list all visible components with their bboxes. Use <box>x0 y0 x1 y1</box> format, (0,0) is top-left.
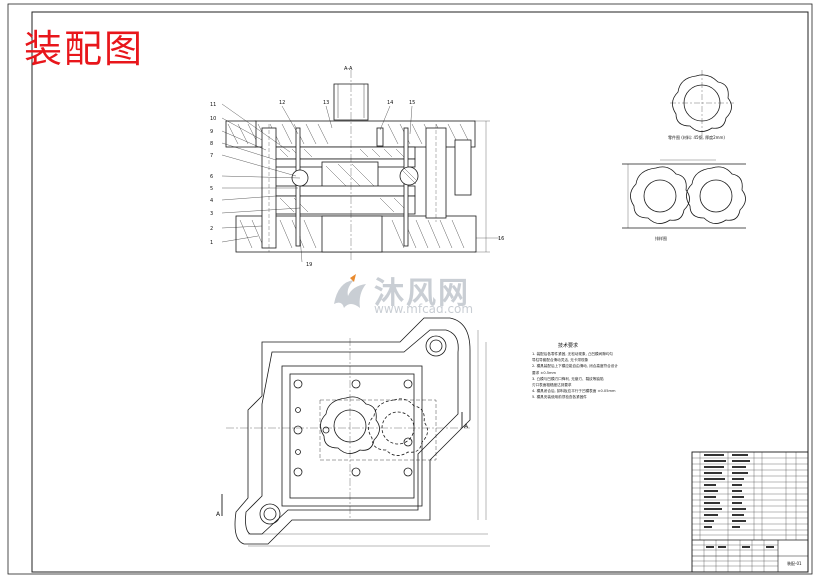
leader-number: 12 <box>279 100 286 106</box>
section-mark-a-left: A <box>216 511 221 518</box>
leader-number: 5 <box>210 186 214 192</box>
strip-layout <box>622 159 746 229</box>
leader-number: 3 <box>210 211 214 217</box>
tech-requirement-line: 刃口表面粗糙度达到要求 <box>532 383 572 387</box>
strip-layout-label: 排样图 <box>655 236 667 241</box>
leader-number: 9 <box>210 129 214 135</box>
section-label: A-A <box>344 66 353 72</box>
leader-number: 16 <box>498 236 505 242</box>
title-block <box>691 451 809 573</box>
front-section-view <box>225 70 500 260</box>
leader-number: 11 <box>210 102 217 108</box>
watermark-url: www.mfcad.com <box>374 302 474 316</box>
tech-requirement-line: 5. 模具安装使用前须检查各紧固件 <box>532 395 587 400</box>
leader-number-bottom: 19 <box>306 262 313 268</box>
leader-number: 2 <box>210 226 214 232</box>
tech-requirement-line: 1. 装配后各零件紧固, 无松动现象, 凸凹模间隙均匀 <box>532 352 614 356</box>
leader-number: 14 <box>387 100 394 106</box>
leader-number: 15 <box>409 100 416 106</box>
part-view <box>670 70 734 136</box>
watermark-brand: 沐风网 <box>374 276 470 311</box>
watermark-logo-icon <box>334 274 366 308</box>
drawing-number: 装配-01 <box>787 561 802 566</box>
tech-requirement-line: 4. 模具闭合后, 卸料板应平行于凹模表面 ±0.05mm <box>532 389 616 394</box>
tech-requirement-line: 要求 ±0.5mm <box>532 370 557 375</box>
leader-number: 6 <box>210 174 214 180</box>
tech-requirements-title: 技术要求 <box>558 343 579 349</box>
tech-requirement-line: 导柱导套配合滑动灵活, 无卡滞现象 <box>532 358 589 363</box>
inner-border <box>31 11 809 573</box>
drawing-title: 装配图 <box>24 27 145 71</box>
leader-number: 1 <box>210 240 214 246</box>
tech-requirement-line: 2. 模具装配后上下模应能自由滑动, 闭合高度符合设计 <box>532 364 618 369</box>
leader-number: 7 <box>210 153 214 159</box>
leader-lines <box>221 103 413 263</box>
leader-number: 8 <box>210 141 214 147</box>
leader-number: 13 <box>323 100 330 106</box>
leader-number: 4 <box>210 198 214 204</box>
part-view-label: 零件图 (材料: 45钢, 厚度2mm) <box>668 135 725 140</box>
outer-border <box>7 3 813 575</box>
watermark: 沐风网 www.mfcad.com <box>330 268 500 320</box>
section-mark-a-right: A <box>464 423 469 430</box>
plan-view <box>221 317 490 547</box>
tech-requirement-line: 3. 凸模与凹模刃口锋利, 无崩刃、裂纹等缺陷 <box>532 376 604 381</box>
leader-number: 10 <box>210 116 217 122</box>
